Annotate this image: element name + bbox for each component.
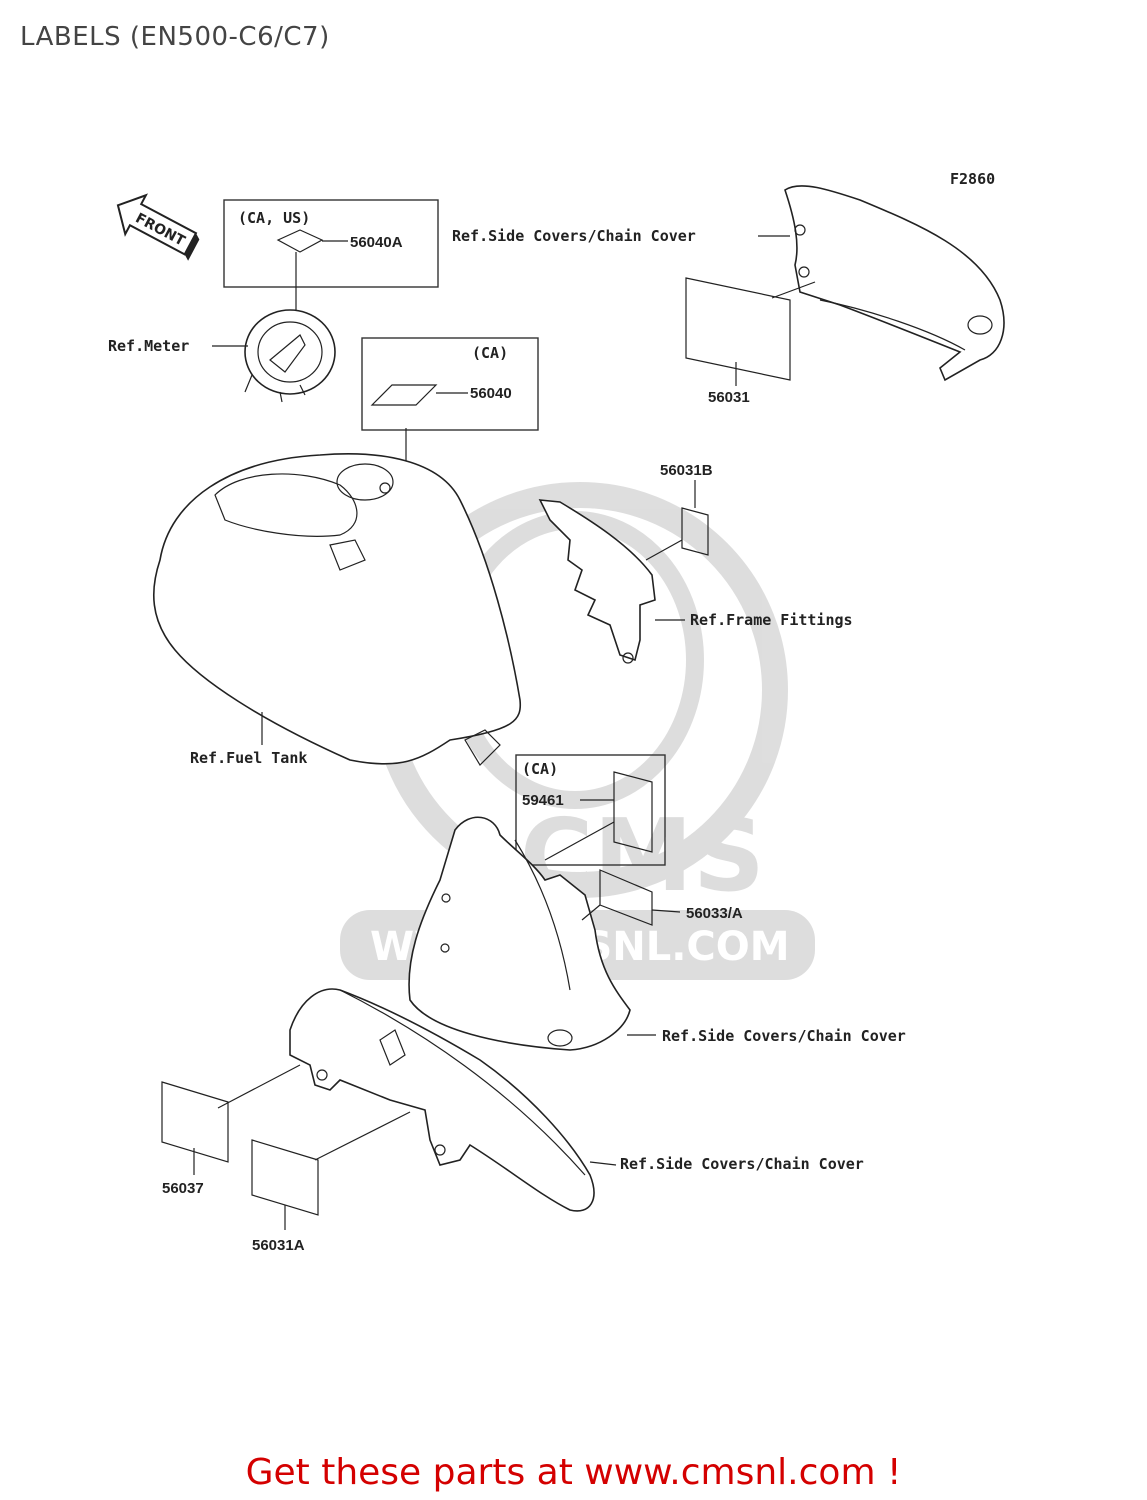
- part-56040A: 56040A: [350, 234, 403, 251]
- front-arrow-icon: FRONT: [116, 193, 200, 261]
- label-56037-icon: [161, 1081, 229, 1163]
- group-box-ca-tank: [361, 337, 539, 431]
- meter-part: [244, 309, 336, 403]
- side-cover-mid-part: [408, 816, 631, 1051]
- part-56033A: 56033/A: [686, 905, 743, 922]
- ref-side-covers-mid: Ref.Side Covers/Chain Cover: [662, 1027, 906, 1045]
- label-56040A-icon: [276, 229, 324, 253]
- ref-side-covers-bottom: Ref.Side Covers/Chain Cover: [620, 1155, 864, 1173]
- part-56031: 56031: [708, 389, 750, 406]
- group-label-ca-cover: (CA): [522, 760, 558, 778]
- part-59461: 59461: [522, 792, 564, 809]
- part-56037: 56037: [162, 1180, 204, 1197]
- group-box-ca-us: [223, 199, 439, 288]
- page-title: LABELS (EN500-C6/C7): [20, 22, 330, 52]
- label-59461-icon: [613, 771, 653, 853]
- group-label-ca-tank: (CA): [472, 344, 508, 362]
- group-box-ca-cover: [515, 754, 666, 866]
- frame-fittings-part: [538, 499, 656, 664]
- label-56033A-icon: [599, 869, 653, 926]
- part-56040: 56040: [470, 385, 512, 402]
- ref-frame-fittings: Ref.Frame Fittings: [690, 611, 853, 629]
- label-56031A-icon: [251, 1139, 319, 1216]
- fuel-tank-part: [152, 453, 522, 766]
- ref-side-covers-top: Ref.Side Covers/Chain Cover: [452, 227, 696, 245]
- part-56031B: 56031B: [660, 462, 713, 479]
- label-56040-icon: [370, 384, 438, 406]
- group-label-ca-us: (CA, US): [238, 209, 310, 227]
- label-56031-icon: [685, 277, 791, 381]
- label-56031B-icon: [681, 507, 709, 556]
- side-cover-top-part: [784, 185, 1005, 382]
- chain-cover-part: [289, 988, 595, 1212]
- part-56031A: 56031A: [252, 1237, 305, 1254]
- ref-meter: Ref.Meter: [108, 337, 189, 355]
- cmsnl-link[interactable]: Get these parts at www.cmsnl.com !: [245, 1452, 902, 1493]
- ref-fuel-tank: Ref.Fuel Tank: [190, 749, 307, 767]
- figure-code: F2860: [950, 170, 995, 188]
